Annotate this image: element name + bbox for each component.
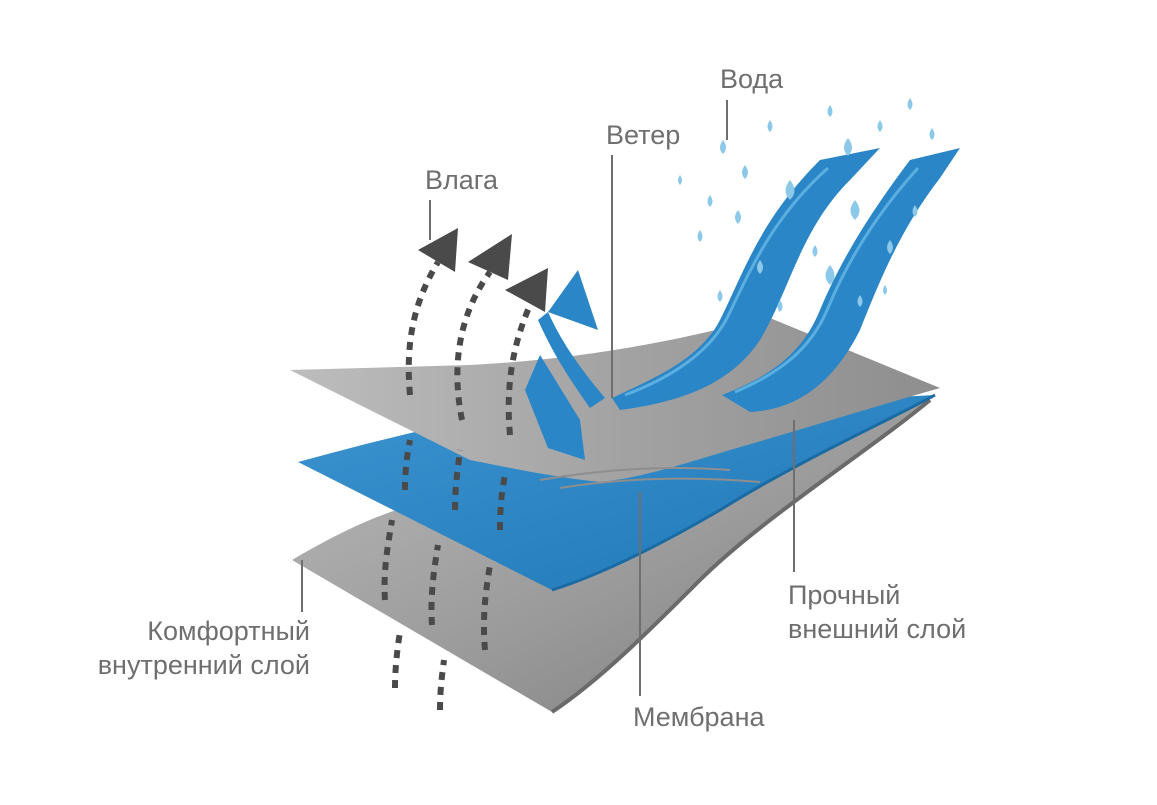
inner-layer-label: Комфортный внутренний слой [97, 616, 310, 680]
water-drop [707, 195, 713, 207]
water-drop [850, 200, 860, 220]
moisture-arrow-path [437, 659, 447, 711]
water-drop [697, 230, 703, 242]
moisture-arrowheads [418, 228, 548, 312]
leader-lines [301, 100, 795, 696]
wind-blocked-arrow [525, 355, 585, 460]
water-drop [812, 245, 818, 257]
moisture-arrow-path [454, 270, 493, 421]
water-drop [844, 138, 852, 156]
water-drop [720, 140, 726, 154]
moisture-arrowhead [418, 228, 458, 272]
water-drop [907, 98, 913, 110]
outer-layer-label: Прочный внешний слой [788, 580, 967, 644]
water-drop [742, 165, 748, 179]
water-drop [735, 210, 741, 224]
moisture-arrow-path [452, 449, 463, 511]
inner-layer-edge [550, 398, 932, 714]
moisture-arrow-path [497, 474, 508, 531]
moisture-arrow-path [392, 631, 403, 689]
water-label: Вода [720, 64, 784, 94]
outer-layer-fold-lines [539, 467, 761, 489]
water-drop [777, 300, 783, 312]
water-drop [857, 295, 863, 307]
moisture-arrow-path [405, 260, 441, 396]
water-drop [827, 105, 833, 117]
wind-label: Ветер [606, 120, 681, 150]
water-drop [717, 290, 723, 302]
membrane-label: Мембрана [633, 702, 765, 732]
water-drop [757, 260, 763, 274]
wind-deflected-arrow [538, 270, 605, 408]
water-drop [887, 240, 893, 254]
water-drop [883, 285, 887, 295]
moisture-arrow-path [505, 303, 533, 436]
moisture-label: Влага [425, 165, 499, 195]
moisture-arrowhead [468, 234, 512, 280]
water-drop [678, 175, 682, 185]
wind-ribbon-highlight-right [734, 166, 920, 394]
wind-ribbon-highlight-left [624, 166, 829, 397]
water-drop [912, 205, 918, 217]
moisture-arrows [381, 260, 533, 711]
water-drop [825, 265, 835, 285]
water-drop [785, 180, 795, 200]
water-drops [678, 98, 935, 312]
moisture-arrowhead [505, 268, 548, 312]
moisture-arrow-path [402, 439, 413, 491]
water-drop [767, 120, 773, 132]
moisture-arrow-path [480, 564, 493, 651]
water-drop [929, 128, 935, 140]
water-drop [877, 120, 883, 132]
membrane-layer-highlight [551, 393, 936, 592]
